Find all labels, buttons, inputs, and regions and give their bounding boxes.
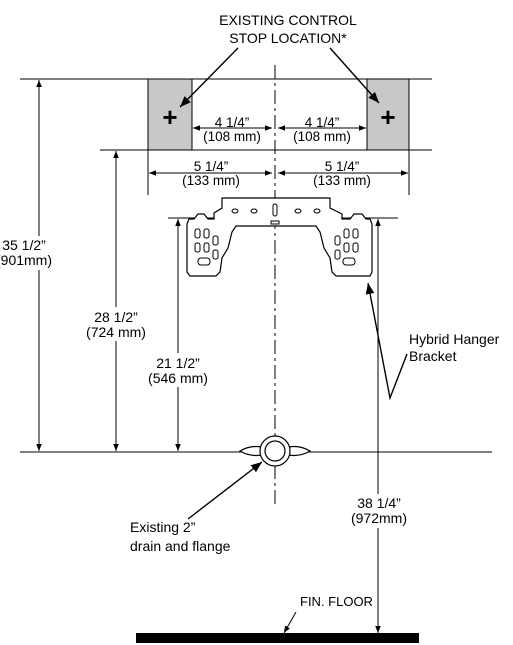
left-stop-plus-icon: +	[162, 102, 177, 132]
dim-21-imperial: 21 1/2”	[156, 355, 200, 371]
dim-38-imperial: 38 1/4”	[357, 495, 401, 511]
bracket-leader-arrow	[365, 282, 408, 401]
dim-label-bg-35	[4, 236, 44, 270]
dim-label-bg-38	[346, 494, 412, 528]
outer-left-dim-metric: (133 mm)	[182, 173, 240, 188]
dim-38-metric: (972mm)	[351, 510, 407, 526]
floor-leader-arrow	[283, 611, 297, 634]
control-stop-label-line1: EXISTING CONTROL	[219, 12, 357, 28]
outer-right-dim-metric: (133 mm)	[313, 173, 371, 188]
right-control-stop-box	[366, 78, 410, 151]
control-stop-arrow-left	[179, 47, 239, 108]
left-control-stop-box	[147, 78, 193, 151]
bracket-label-line2: Bracket	[409, 348, 457, 364]
drain-leader-arrow	[187, 461, 263, 520]
outer-left-dim-imperial: 5 1/4”	[194, 159, 229, 174]
control-stop-label-line2: STOP LOCATION*	[229, 30, 347, 46]
inner-right-dim-imperial: 4 1/4”	[305, 115, 340, 130]
drain-label-line1: Existing 2”	[130, 519, 196, 535]
outer-right-dim-imperial: 5 1/4”	[325, 159, 360, 174]
dim-28-metric: (724 mm)	[86, 324, 146, 340]
control-stop-arrow-right	[329, 47, 380, 104]
dim-35-imperial: 35 1/2”	[2, 237, 46, 253]
dim-21-metric: (546 mm)	[148, 370, 208, 386]
hybrid-hanger-bracket	[186, 197, 373, 277]
dim-28-imperial: 28 1/2”	[94, 309, 138, 325]
floor-label: FIN. FLOOR	[300, 594, 373, 609]
inner-right-dim-metric: (108 mm)	[293, 129, 351, 144]
drain-flange	[238, 435, 312, 467]
inner-left-dim-imperial: 4 1/4”	[215, 115, 250, 130]
finished-floor-bar	[136, 633, 419, 643]
inner-left-dim-metric: (108 mm)	[203, 129, 261, 144]
drain-label-line2: drain and flange	[130, 538, 231, 554]
bracket-label-line1: Hybrid Hanger	[409, 331, 500, 347]
dim-label-bg-21	[140, 353, 216, 387]
dim-label-bg-28	[80, 307, 152, 341]
dim-35-metric: (901mm)	[0, 252, 52, 268]
right-stop-plus-icon: +	[380, 102, 395, 132]
